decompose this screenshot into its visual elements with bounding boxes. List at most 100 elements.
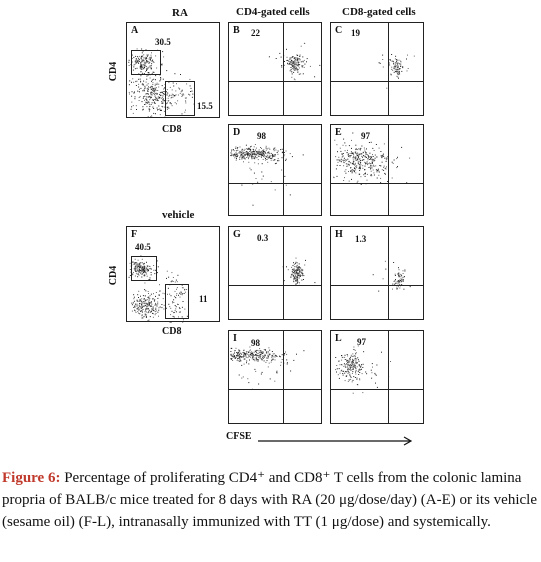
scatter-dot (384, 167, 386, 169)
scatter-dot (163, 308, 165, 310)
scatter-dot (397, 273, 399, 275)
scatter-dot (290, 61, 292, 63)
scatter-dot (268, 347, 270, 349)
scatter-dot (147, 93, 149, 95)
scatter-dot (148, 58, 150, 60)
scatter-dot (132, 261, 134, 263)
scatter-dot (164, 91, 165, 93)
scatter-dot (291, 68, 293, 70)
scatter-dot (260, 151, 262, 153)
scatter-dot (381, 169, 383, 171)
scatter-dot (148, 293, 149, 294)
scatter-dot (352, 367, 354, 369)
scatter-dot (155, 97, 157, 99)
scatter-dot (174, 305, 176, 306)
scatter-dot (264, 355, 266, 357)
scatter-dot (141, 48, 143, 50)
scatter-dot (138, 59, 140, 60)
scatter-dot (272, 159, 274, 161)
scatter-dot (141, 317, 143, 319)
scatter-dot (241, 364, 243, 366)
scatter-dot (151, 80, 152, 82)
scatter-dot (169, 322, 171, 323)
scatter-dot (176, 83, 177, 85)
scatter-dot (299, 55, 301, 57)
scatter-dot (162, 95, 164, 97)
panel-d-quad-v (283, 125, 284, 215)
scatter-dot (337, 151, 338, 153)
scatter-dot (254, 368, 256, 370)
scatter-dot (241, 158, 243, 160)
scatter-dot (269, 156, 271, 158)
scatter-dot (145, 269, 147, 271)
scatter-dot (353, 167, 355, 169)
scatter-dot (239, 146, 241, 148)
scatter-dot (141, 72, 143, 74)
scatter-dot (143, 263, 145, 265)
scatter-dot (270, 159, 272, 161)
scatter-dot (151, 52, 152, 54)
scatter-dot (380, 151, 382, 152)
scatter-dot (390, 74, 392, 76)
scatter-dot (359, 149, 361, 151)
scatter-dot (135, 61, 137, 63)
scatter-dot (350, 356, 351, 358)
scatter-dot (179, 92, 181, 94)
scatter-dot (132, 274, 134, 276)
scatter-dot (398, 272, 400, 274)
scatter-dot (234, 154, 236, 156)
scatter-dot (153, 72, 155, 73)
scatter-dot (272, 355, 274, 357)
scatter-dot (158, 105, 160, 107)
scatter-dot (253, 151, 254, 152)
scatter-dot (139, 305, 141, 307)
scatter-dot (155, 310, 157, 312)
scatter-dot (145, 315, 147, 317)
scatter-dot (147, 303, 149, 305)
scatter-dot (138, 265, 140, 267)
panel-e-quad-v (388, 125, 389, 215)
scatter-dot (168, 276, 170, 278)
scatter-dot (142, 295, 144, 297)
scatter-dot (355, 373, 357, 375)
scatter-dot (300, 271, 302, 273)
scatter-dot (243, 161, 244, 163)
scatter-dot (394, 282, 396, 284)
scatter-dot (175, 311, 177, 313)
scatter-dot (254, 158, 256, 160)
scatter-dot (351, 361, 352, 363)
scatter-dot (140, 266, 142, 268)
scatter-dot (396, 67, 398, 69)
scatter-dot (131, 91, 133, 93)
scatter-dot (188, 93, 189, 95)
scatter-dot (147, 55, 148, 57)
scatter-dot (290, 69, 292, 71)
scatter-dot (247, 357, 249, 359)
scatter-dot (147, 101, 148, 103)
scatter-dot (154, 95, 156, 97)
scatter-dot (274, 163, 276, 165)
scatter-dot (407, 54, 408, 56)
scatter-dot (353, 349, 355, 350)
scatter-dot (343, 363, 345, 365)
scatter-dot (267, 366, 269, 368)
scatter-dot (250, 354, 252, 356)
scatter-dot (352, 361, 354, 363)
scatter-dot (346, 363, 348, 365)
scatter-dot (167, 97, 169, 99)
scatter-dot (247, 155, 248, 157)
scatter-dot (134, 60, 136, 62)
scatter-dot (392, 162, 394, 164)
scatter-dot (381, 157, 383, 159)
scatter-dot (361, 364, 362, 366)
scatter-dot (147, 265, 149, 267)
scatter-dot (276, 370, 278, 372)
scatter-dot (269, 349, 271, 351)
scatter-dot (155, 113, 156, 115)
scatter-dot (360, 162, 362, 163)
scatter-dot (383, 155, 385, 157)
scatter-dot (293, 71, 295, 73)
scatter-dot (139, 298, 141, 300)
scatter-dot (377, 169, 379, 171)
scatter-dot (147, 296, 149, 298)
